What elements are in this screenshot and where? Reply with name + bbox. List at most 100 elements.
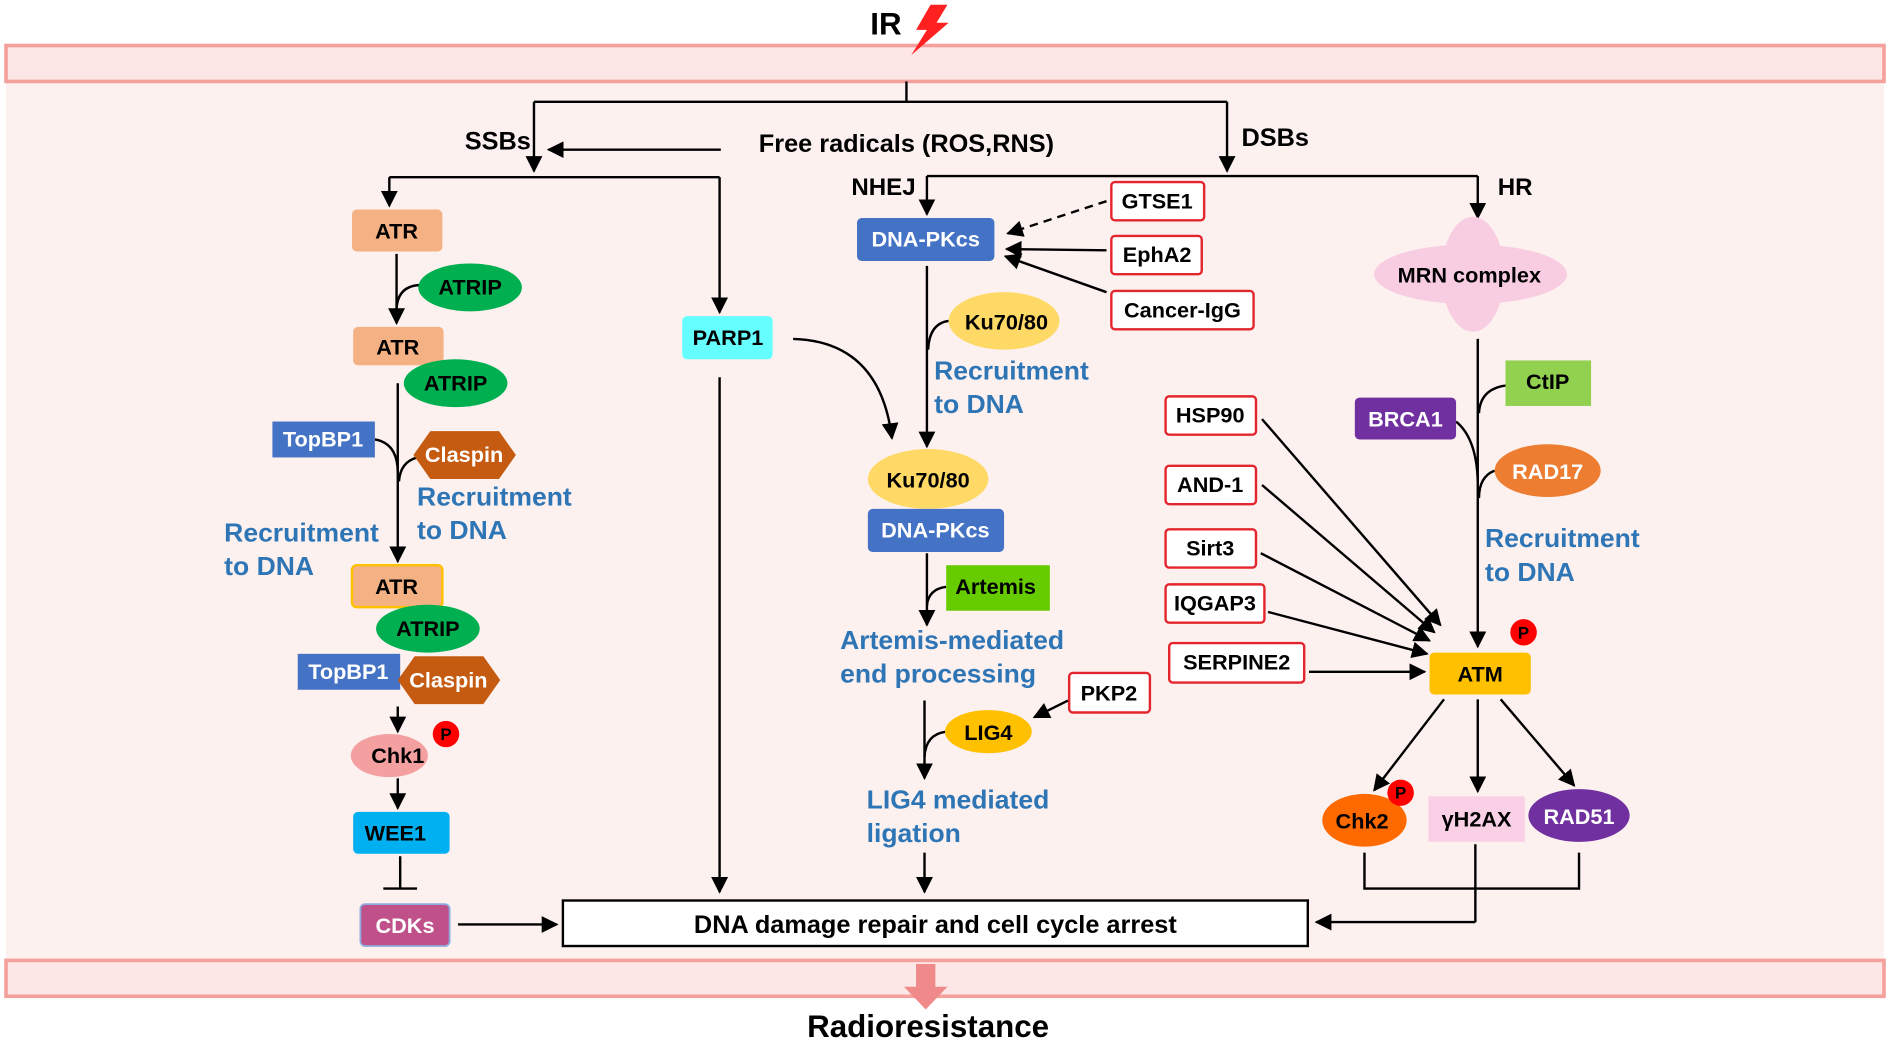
atrip-label-2: ATRIP xyxy=(424,370,487,395)
lig4-node xyxy=(945,710,1032,754)
ssbs-label: SSBs xyxy=(465,128,531,156)
cancer-igg-label: Cancer-IgG xyxy=(1124,297,1241,322)
dna-pkcs-label-1: DNA-PKcs xyxy=(871,227,979,252)
phospho-label-chk2: P xyxy=(1395,784,1406,803)
atrip-node-2 xyxy=(403,359,508,408)
recruitment-line-2: to DNA xyxy=(1485,557,1575,587)
cdks-box xyxy=(359,903,451,947)
serpine2-box xyxy=(1167,641,1306,684)
rad17-node xyxy=(1494,444,1601,497)
artemis-text-line-1: Artemis-mediated xyxy=(840,625,1064,655)
top-membrane-band xyxy=(4,43,1886,84)
recruitment-line-1: Recruitment xyxy=(934,356,1089,386)
gh2ax-box xyxy=(1428,796,1525,842)
radioresistance-label: Radioresistance xyxy=(807,1009,1049,1044)
dashed-arrow-gtse1 xyxy=(1006,200,1107,237)
serpine2-label: SERPINE2 xyxy=(1183,649,1290,674)
chk2-node xyxy=(1322,793,1407,847)
chk1-node xyxy=(350,734,428,778)
arrow-cancer-igg xyxy=(1003,253,1107,294)
lig4-label: LIG4 xyxy=(964,720,1012,745)
cancer-igg-box xyxy=(1110,289,1255,331)
arrow-parp1-to-ku xyxy=(793,337,899,440)
atrip-node-3 xyxy=(376,604,480,653)
chk2-label: Chk2 xyxy=(1336,809,1389,834)
atr-box-3 xyxy=(350,564,444,609)
brca1-label: BRCA1 xyxy=(1368,406,1443,431)
atm-label: ATM xyxy=(1458,661,1503,686)
atr-label-1: ATR xyxy=(375,218,418,243)
dsbs-label: DSBs xyxy=(1242,124,1310,152)
lig4-text-line-1: LIG4 mediated xyxy=(867,784,1050,814)
atr-label-2: ATR xyxy=(376,335,419,360)
arrow-pkp2-to-lig4 xyxy=(1032,699,1069,719)
hsp90-box xyxy=(1164,395,1258,436)
atrip-node-1 xyxy=(418,263,522,312)
recruitment-text-ssb-b: Recruitment to DNA xyxy=(224,517,386,580)
phospho-badge-atm xyxy=(1510,619,1537,646)
atrip-label-3: ATRIP xyxy=(396,616,459,641)
claspin-label-1: Claspin xyxy=(425,442,503,467)
artemis-join-curve xyxy=(925,585,947,607)
lightning-bolt-icon xyxy=(911,4,949,56)
atrip1-join-curve xyxy=(395,283,422,310)
ctip-label: CtIP xyxy=(1526,369,1569,394)
cdks-label: CDKs xyxy=(375,913,434,938)
arrow-epha2 xyxy=(1004,240,1107,258)
atm-box xyxy=(1429,652,1531,695)
epha2-label: EphA2 xyxy=(1123,242,1192,267)
claspin-label-2: Claspin xyxy=(409,667,487,692)
wee1-label: WEE1 xyxy=(365,821,426,846)
phospho-label-atm: P xyxy=(1518,623,1529,642)
recruitment-line-1: Recruitment xyxy=(417,481,572,511)
ku70-80-node-1 xyxy=(948,292,1060,350)
hsp90-label: HSP90 xyxy=(1176,403,1245,428)
epha2-box xyxy=(1110,234,1203,276)
rad51-label: RAD51 xyxy=(1543,804,1614,829)
chk1-label: Chk1 xyxy=(371,743,424,768)
lig4-text-line-2: ligation xyxy=(867,818,961,848)
sirt3-box xyxy=(1164,528,1258,569)
gtse1-label: GTSE1 xyxy=(1122,188,1193,213)
recruitment-text-ssb-a: Recruitment to DNA xyxy=(417,481,579,544)
artemis-text-line-2: end processing xyxy=(840,659,1036,689)
arrow-hsp90-to-atm xyxy=(1261,418,1442,627)
phospho-label-chk1: P xyxy=(440,725,451,744)
recruitment-line-1: Recruitment xyxy=(224,517,379,547)
atr-box-1 xyxy=(351,209,443,252)
recruitment-line-1: Recruitment xyxy=(1485,523,1640,553)
and1-box xyxy=(1164,464,1258,506)
arrow-sirt3-to-atm xyxy=(1260,552,1432,642)
dna-pkcs-label-2: DNA-PKcs xyxy=(881,518,989,543)
topbp1-label-1: TopBP1 xyxy=(283,427,363,452)
rad17-join-curve xyxy=(1477,469,1496,499)
arrow-atm-to-chk2 xyxy=(1373,698,1445,792)
atrip-label-1: ATRIP xyxy=(438,275,501,300)
rad17-label: RAD17 xyxy=(1512,459,1583,484)
ctip-join-curve xyxy=(1477,384,1506,414)
pkp2-label: PKP2 xyxy=(1081,681,1138,706)
pkp2-box xyxy=(1067,671,1152,714)
mrn-complex-node xyxy=(1374,216,1567,332)
parp1-box xyxy=(682,316,773,360)
wee1-box xyxy=(353,811,450,854)
and1-label: AND-1 xyxy=(1177,472,1243,497)
claspin-join-curve xyxy=(397,456,418,482)
hr-label: HR xyxy=(1498,174,1533,201)
artemis-processing-text: Artemis-mediated end processing xyxy=(840,625,1071,688)
phospho-badge-chk2 xyxy=(1387,779,1414,806)
arrow-atm-to-rad51 xyxy=(1499,698,1576,787)
gh2ax-label: γH2AX xyxy=(1442,806,1512,831)
topbp1-label-2: TopBP1 xyxy=(308,659,388,684)
recruitment-text-nhej: Recruitment to DNA xyxy=(934,356,1096,419)
topbp1-box-1 xyxy=(272,421,375,458)
dna-pkcs-box-1 xyxy=(857,217,995,262)
dna-damage-outcome-label: DNA damage repair and cell cycle arrest xyxy=(694,911,1177,939)
parp1-label: PARP1 xyxy=(693,325,764,350)
gtse1-box xyxy=(1110,180,1206,222)
phospho-badge-chk1 xyxy=(432,720,460,748)
topbp1-box-2 xyxy=(297,653,401,690)
sirt3-label: Sirt3 xyxy=(1186,536,1234,561)
